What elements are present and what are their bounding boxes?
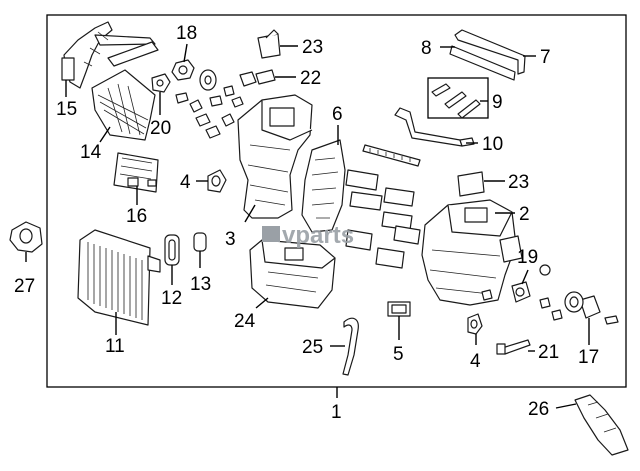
callout-11: 11 [105, 336, 125, 357]
callout-21: 21 [538, 342, 559, 363]
callout-7: 7 [540, 47, 551, 68]
part-20-actuator [151, 73, 171, 93]
part-9-rod-set [427, 77, 489, 119]
callout-9: 9 [492, 92, 503, 113]
callout-labels: 1 2 3 4 4 5 6 7 8 9 10 11 12 13 14 15 16… [14, 23, 599, 423]
part-16-filter-element [113, 152, 159, 193]
callout-12: 12 [161, 288, 182, 309]
part-4-seal-right [467, 313, 483, 335]
callout-8: 8 [421, 38, 432, 59]
callout-5: 5 [393, 344, 404, 365]
callout-13: 13 [190, 274, 211, 295]
part-5-gasket [387, 301, 411, 317]
part-4-seal-left [207, 169, 227, 193]
callout-23-top: 23 [302, 37, 323, 58]
part-17-actuator [564, 291, 601, 319]
callout-2: 2 [519, 204, 530, 225]
callout-15: 15 [56, 99, 77, 120]
callout-25: 25 [302, 337, 323, 358]
callout-17: 17 [578, 347, 599, 368]
part-14-air-filter [91, 41, 159, 141]
leader-lines [25, 43, 590, 409]
damper-doors [345, 144, 421, 269]
part-21-sensor [496, 339, 531, 355]
part-2-main-case [421, 199, 523, 306]
callout-23-right: 23 [508, 172, 529, 193]
part-13-seal [193, 232, 207, 252]
part-19-actuator [511, 281, 531, 303]
watermark: vparts [262, 222, 354, 249]
part-12-seal [164, 234, 180, 266]
callout-16: 16 [126, 206, 147, 227]
small-fasteners-left [175, 69, 244, 139]
part-26-duct [574, 394, 629, 456]
callout-4-right: 4 [470, 351, 481, 372]
callout-1: 1 [331, 402, 342, 423]
part-3-upper-case [237, 94, 313, 219]
callout-18: 18 [176, 23, 197, 44]
part-25-drain-hose [342, 317, 359, 376]
part-24-lower-case [249, 239, 336, 309]
part-15-duct-bracket [61, 21, 156, 89]
callout-10: 10 [482, 134, 503, 155]
callout-26: 26 [528, 399, 549, 420]
part-18-actuator [171, 59, 195, 81]
callout-20: 20 [150, 118, 171, 139]
part-10-link-rod [394, 107, 475, 147]
part-27-sensor [9, 221, 43, 253]
part-7-8-rod [449, 29, 526, 81]
callout-3: 3 [225, 229, 236, 250]
part-22-harness [239, 69, 276, 87]
part-23-top-bracket [257, 29, 281, 59]
callout-4-left: 4 [180, 172, 191, 193]
callout-27: 27 [14, 276, 35, 297]
watermark-text: vparts [282, 222, 354, 249]
callout-24: 24 [234, 311, 256, 332]
callout-14: 14 [80, 142, 102, 163]
part-23-side-bracket [457, 171, 485, 197]
callout-19: 19 [517, 247, 538, 268]
small-fasteners-right [481, 264, 619, 325]
part-6-divider-plate [301, 139, 346, 233]
part-11-heater-core [77, 229, 161, 326]
callout-22: 22 [300, 68, 321, 89]
callout-6: 6 [332, 104, 343, 125]
